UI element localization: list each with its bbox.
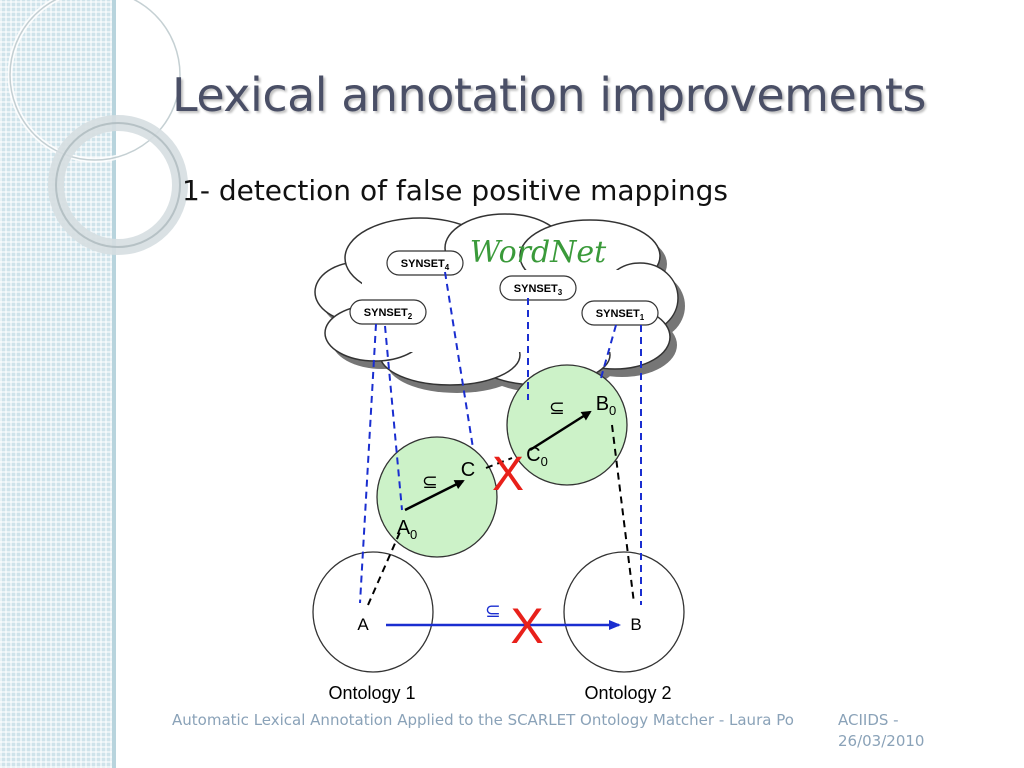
cross-mark-upper: X bbox=[492, 448, 524, 501]
footer-left: Automatic Lexical Annotation Applied to … bbox=[172, 711, 794, 729]
mapping-lines bbox=[367, 424, 635, 606]
subset-symbol-green-2: ⊆ bbox=[549, 397, 565, 419]
node-b0: B0 bbox=[596, 393, 617, 418]
ontology-2-label: Ontology 2 bbox=[584, 683, 671, 703]
green-circle-a0-c bbox=[376, 436, 498, 558]
synset-1: SYNSET1 bbox=[581, 300, 659, 326]
svg-text:SYNSET2: SYNSET2 bbox=[364, 307, 413, 321]
node-a: A bbox=[357, 615, 369, 634]
svg-text:SYNSET1: SYNSET1 bbox=[596, 308, 645, 322]
annotation-lines bbox=[359, 271, 642, 605]
svg-text:SYNSET4: SYNSET4 bbox=[401, 258, 450, 272]
sidebar-edge bbox=[112, 0, 116, 768]
ontology-2-circle bbox=[563, 551, 685, 673]
synset-3: SYNSET3 bbox=[499, 275, 577, 301]
arrow-a0-to-c bbox=[404, 479, 465, 512]
node-a0: A0 bbox=[397, 517, 418, 542]
ontology-1-label: Ontology 1 bbox=[328, 683, 415, 703]
decorative-rings bbox=[7, 0, 188, 255]
synset-4: SYNSET4 bbox=[386, 250, 464, 276]
green-circle-c0-b0 bbox=[506, 364, 628, 486]
wordnet-logo: WordNet bbox=[470, 235, 607, 270]
slide-title: Lexical annotation improvements bbox=[172, 68, 926, 122]
node-c0: C0 bbox=[526, 444, 548, 469]
cross-mark-lower: X bbox=[510, 598, 543, 654]
svg-text:SYNSET3: SYNSET3 bbox=[514, 283, 563, 297]
node-c: C bbox=[461, 459, 475, 481]
slide-subtitle: 1- detection of false positive mappings bbox=[182, 174, 728, 207]
synset-2: SYNSET2 bbox=[349, 299, 427, 325]
footer-right: ACIIDS - 26/03/2010 bbox=[838, 711, 925, 750]
ontology-1-circle bbox=[312, 551, 434, 673]
node-b: B bbox=[630, 615, 641, 634]
subset-symbol-green-1: ⊆ bbox=[422, 471, 438, 493]
subset-symbol-blue: ⊆ bbox=[485, 600, 501, 622]
arrow-c0-to-b0 bbox=[529, 410, 592, 452]
